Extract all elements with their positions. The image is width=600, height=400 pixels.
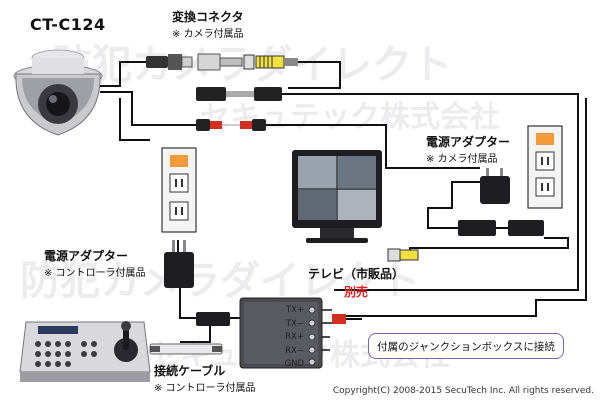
junction-box-illustration: [239, 297, 332, 369]
controller-power-adapter-illustration: [164, 240, 230, 326]
junction-rs485-plug: [332, 314, 362, 324]
tv-sold-separately-note: 別売: [344, 285, 369, 299]
camera-model-label: CT-C124: [30, 15, 106, 34]
tv-monitor-illustration: [292, 150, 382, 243]
camera-signal-plug: [196, 119, 266, 131]
watermark-3: 防犯カメラダイレクト: [20, 258, 420, 304]
terminal-rx-minus: RX−: [285, 345, 304, 356]
tv-label: テレビ（市販品）: [308, 267, 405, 281]
controller-adapter-note: ※ コントローラ付属品: [44, 268, 146, 279]
wall-outlet-right: [527, 125, 563, 209]
junction-callout: 付属のジャンクションボックスに接続: [368, 333, 564, 359]
camera-adapter-title: 電源アダプター: [426, 135, 511, 149]
bnc-converter-illustration: [146, 53, 298, 71]
terminal-tx-plus: TX+: [285, 305, 304, 315]
dome-camera-illustration: [13, 49, 103, 136]
camera-power-plug: [196, 87, 282, 101]
camera-adapter-note: ※ カメラ付属品: [426, 154, 498, 165]
terminal-gnd: GND: [284, 359, 305, 369]
tv-rca-plug: [387, 248, 419, 262]
camera-power-adapter-illustration: [458, 168, 544, 236]
copyright-notice: Copyright(C) 2008-2015 SecuTech Inc. All…: [332, 386, 594, 396]
wall-outlet-left: [161, 147, 197, 233]
junction-terminal-labels: TX+ TX− RX+ RX− GND: [274, 304, 305, 372]
wires: [100, 61, 587, 343]
cable-title: 接続ケーブル: [154, 364, 226, 378]
watermark-2: セキュテック株式会社: [200, 100, 500, 135]
terminal-tx-minus: TX−: [285, 318, 304, 329]
cable-note: ※ コントローラ付属品: [154, 383, 256, 394]
ptz-controller-illustration: [19, 321, 151, 382]
converter-note: ※ カメラ付属品: [172, 29, 244, 40]
terminal-rx-plus: RX+: [285, 332, 304, 342]
junction-callout-text: 付属のジャンクションボックスに接続: [377, 340, 555, 353]
converter-title: 変換コネクタ: [172, 10, 244, 24]
controller-adapter-title: 電源アダプター: [44, 249, 129, 263]
connection-cable-illustration: [149, 343, 223, 355]
